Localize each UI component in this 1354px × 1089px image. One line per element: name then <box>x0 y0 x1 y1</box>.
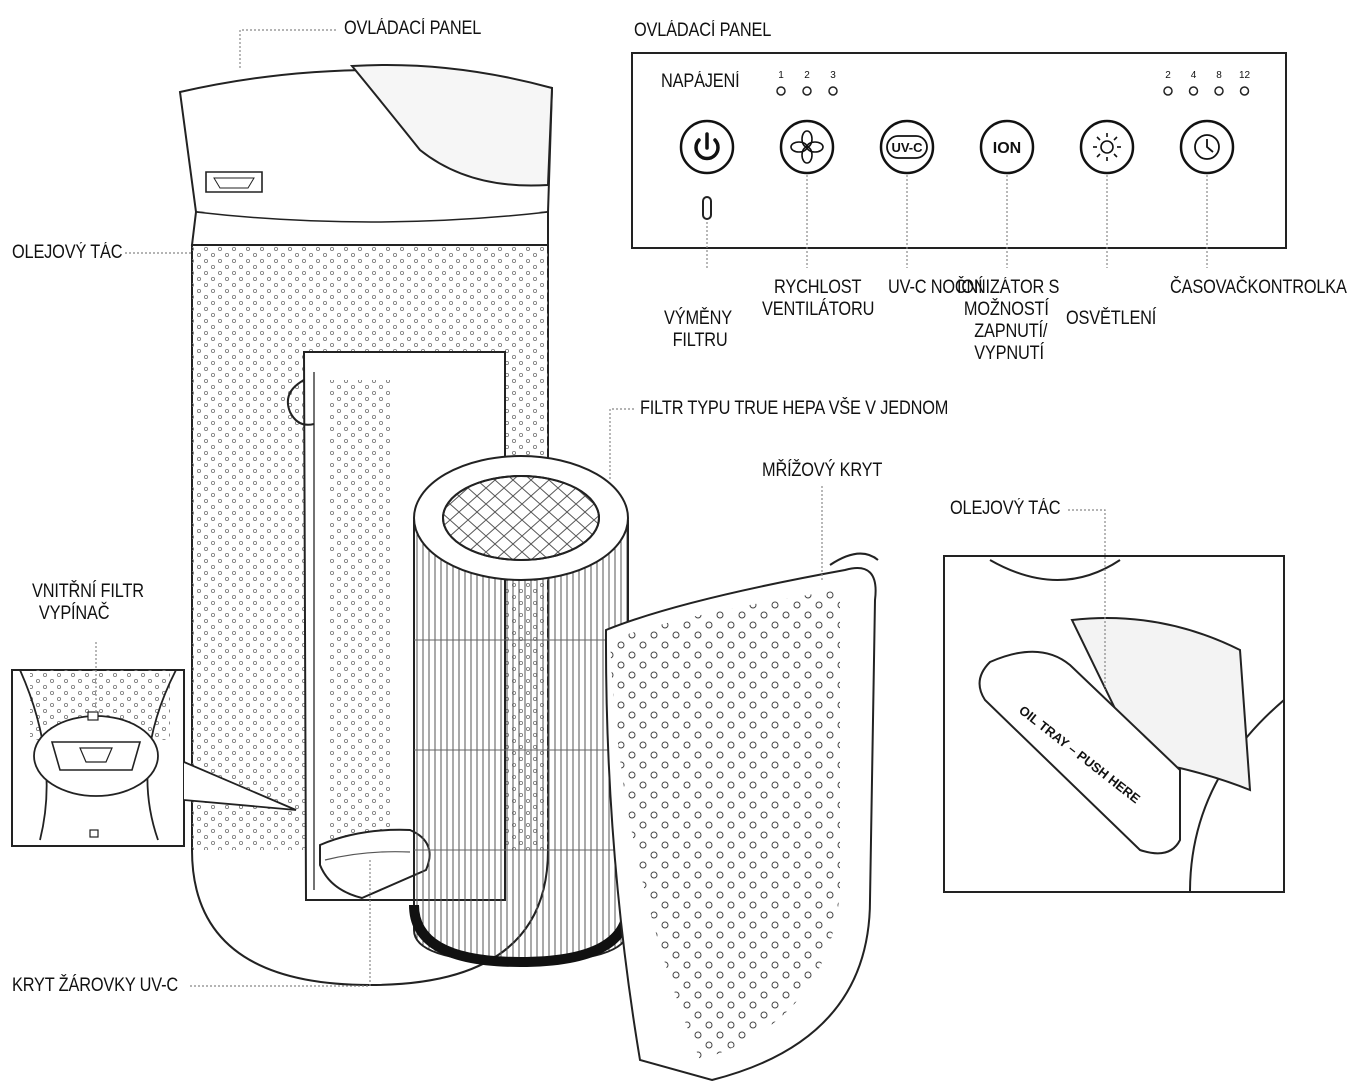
ion-icon: ION <box>993 140 1021 157</box>
power-button[interactable] <box>679 119 735 175</box>
light-button[interactable] <box>1079 119 1135 175</box>
mesh-cover-label: MŘÍŽOVÝ KRYT <box>762 460 883 481</box>
inset-oil-tray <box>943 555 1285 893</box>
fan-speed-indicators: 1 2 3 <box>776 70 838 96</box>
timer-level-label: 2 <box>1165 70 1171 81</box>
uvc-night-button[interactable]: UV-C <box>879 119 935 175</box>
oil-tray-label-right: OLEJOVÝ TÁC <box>950 498 1061 519</box>
light-label: OSVĚTLENÍ <box>1066 308 1157 329</box>
fan-speed-level-label: 1 <box>778 70 784 81</box>
hepa-filter-label: FILTR TYPU TRUE HEPA VŠE V JEDNOM <box>640 398 949 419</box>
control-panel-top-label: OVLÁDACÍ PANEL <box>344 18 482 39</box>
filter-change-label: VÝMĚNY FILTRU <box>664 308 732 351</box>
ionizer-label: IONIZÁTOR S MOŽNOSTÍ ZAPNUTÍ/ VYPNUTÍ <box>957 277 1060 364</box>
timer-indicator-dot <box>1163 86 1173 96</box>
hepa-filter <box>409 455 633 968</box>
inner-filter-label: VNITŘNÍ FILTR VYPÍNAČ <box>32 581 144 624</box>
fan-speed-label: RYCHLOST VENTILÁTORU <box>762 277 875 320</box>
fan-speed-indicator-dot <box>802 86 812 96</box>
uvc-bulb-cover-label: KRYT ŽÁROVKY UV-C <box>12 975 178 996</box>
fan-speed-button[interactable] <box>779 119 835 175</box>
svg-text:UV-C: UV-C <box>891 140 923 155</box>
fan-speed-level-label: 2 <box>804 70 810 81</box>
inset-inner-filter <box>11 669 297 847</box>
timer-button[interactable] <box>1179 119 1235 175</box>
fan-speed-indicator-dot <box>828 86 838 96</box>
light-icon <box>1093 133 1121 161</box>
oil-tray-label-left: OLEJOVÝ TÁC <box>12 242 123 263</box>
clock-icon <box>1194 134 1220 160</box>
fan-icon <box>790 130 824 164</box>
timer-indicator-dot <box>1214 86 1224 96</box>
timer-indicator-dot <box>1188 86 1199 96</box>
timer-level-label: 12 <box>1239 70 1251 81</box>
control-panel-title: OVLÁDACÍ PANEL <box>634 20 772 41</box>
timer-level-label: 4 <box>1191 70 1197 81</box>
leader-lines <box>95 29 1208 987</box>
timer-level-label: 8 <box>1216 70 1222 81</box>
timer-indicators: 2 4 8 12 <box>1163 70 1251 96</box>
timer-indicator-dot <box>1239 86 1250 96</box>
uvc-night-label: UV-C NOČNÍ <box>888 277 983 298</box>
power-label: NAPÁJENÍ <box>661 71 740 92</box>
filter-change-indicator <box>702 196 712 220</box>
power-icon <box>694 132 720 161</box>
fan-speed-level-label: 3 <box>830 70 836 81</box>
mesh-cover <box>604 552 879 1082</box>
timer-label: ČASOVAČKONTROLKA <box>1170 277 1347 298</box>
uvc-icon: UV-C <box>886 135 928 159</box>
ionizer-button[interactable]: ION <box>979 119 1035 175</box>
fan-speed-indicator-dot <box>776 86 786 96</box>
